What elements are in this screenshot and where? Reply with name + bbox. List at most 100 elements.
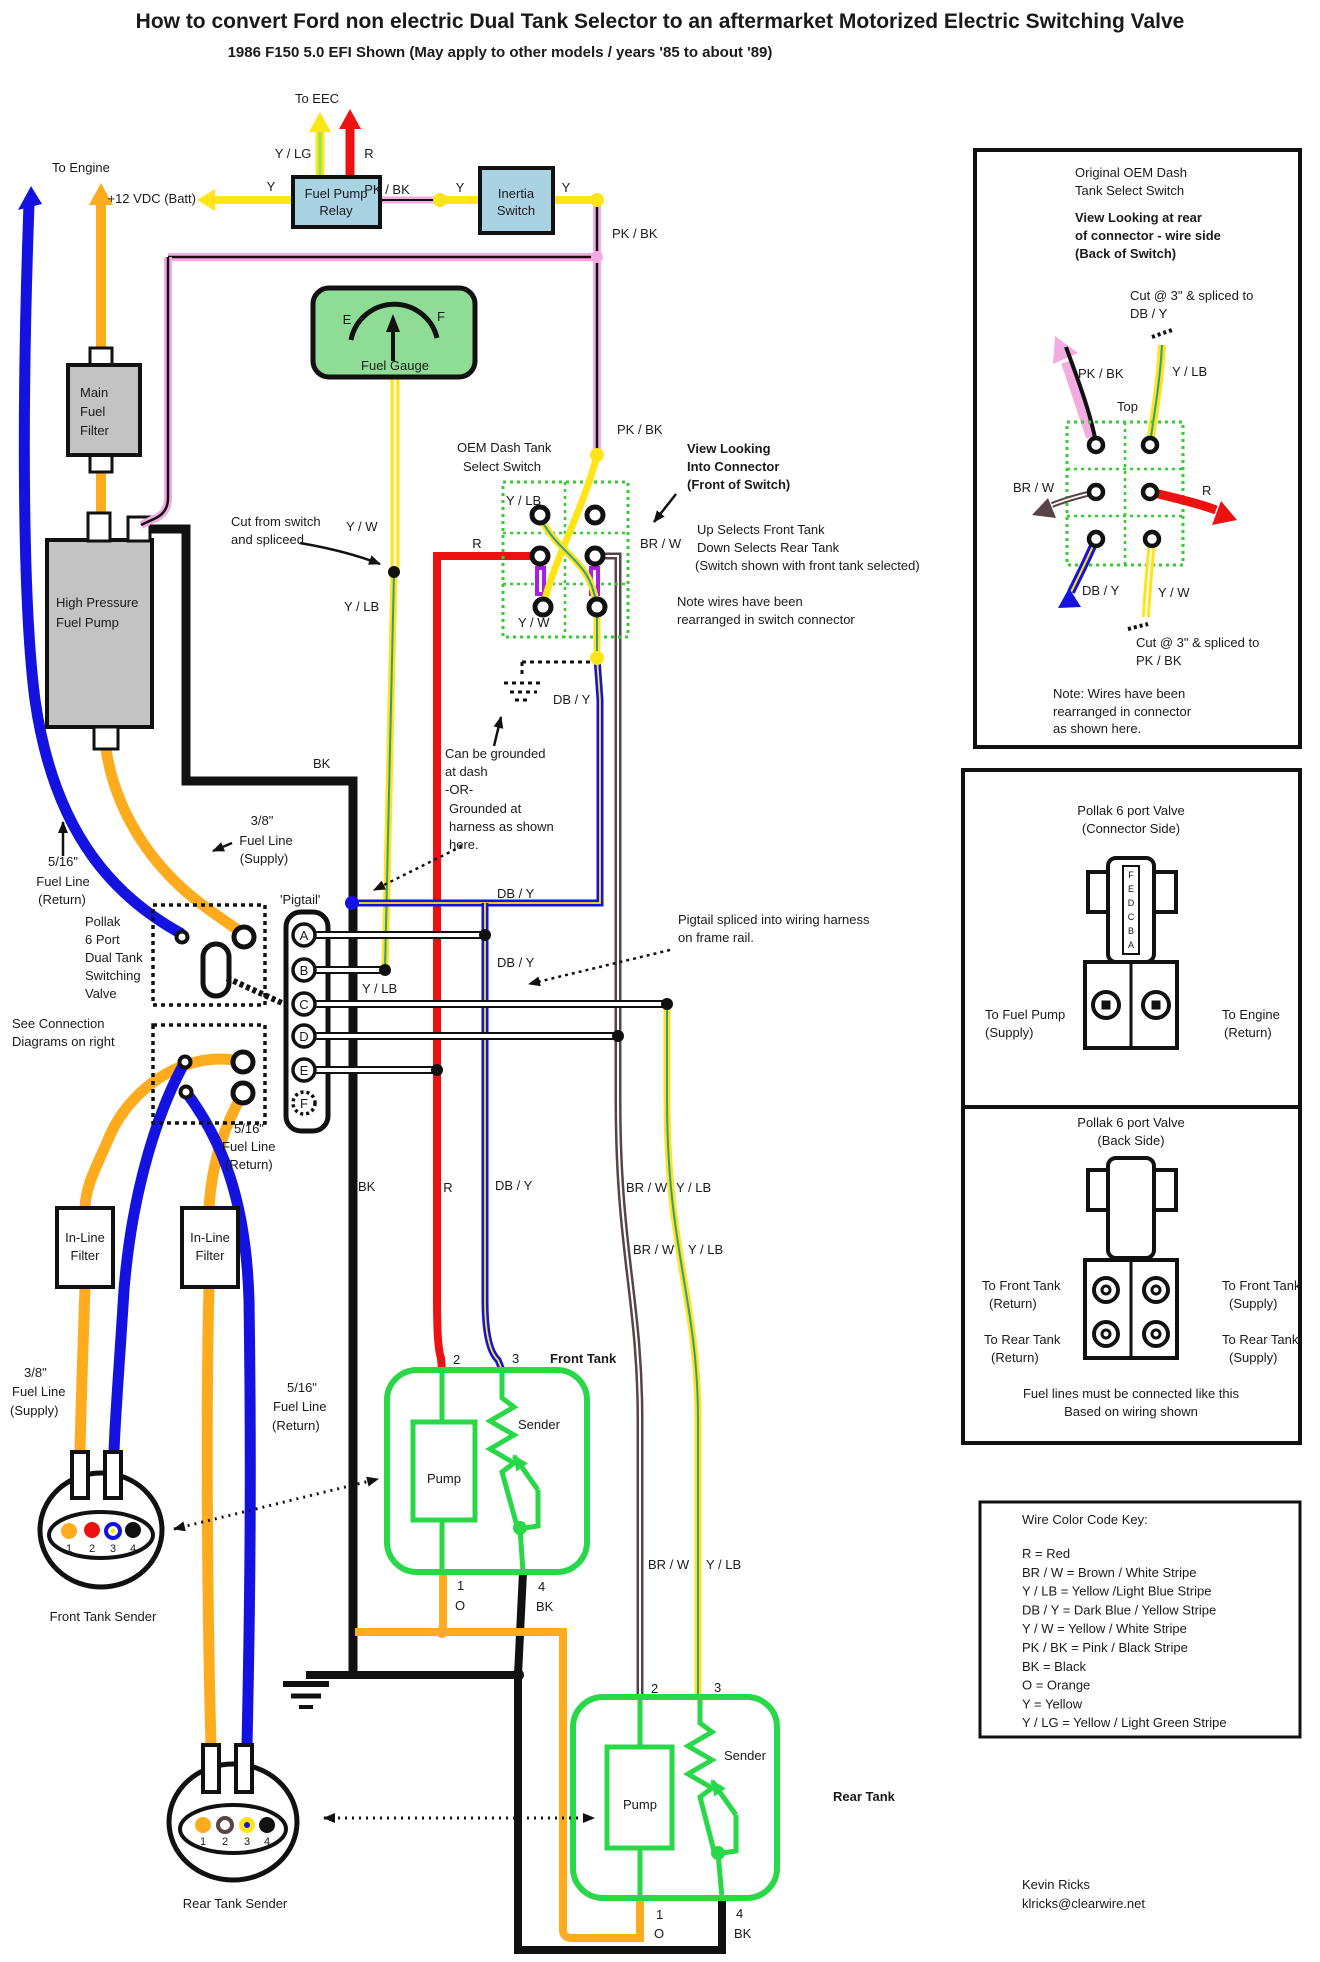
front-sender-pointer (173, 1476, 379, 1532)
diagram-label: (Supply) (985, 1025, 1033, 1040)
wire-label-ylg: Y / LG (275, 146, 312, 161)
diagram-label: Note: Wires have been (1053, 686, 1185, 701)
rear-tank (570, 1694, 780, 1901)
diagram-label: O (455, 1598, 465, 1613)
wire-key-entry: PK / BK = Pink / Black Stripe (1022, 1640, 1188, 1655)
diagram-label: View Looking at rear (1075, 210, 1202, 225)
front-sender-resistor (485, 1370, 520, 1527)
diagram-label: (Return) (272, 1418, 320, 1433)
diagram-label: E (1128, 884, 1134, 894)
front-sender-wiper (511, 1454, 541, 1492)
diagram-label: 4 (736, 1906, 743, 1921)
diagram-label: Y (456, 180, 465, 195)
pigtail-pin-B (291, 957, 317, 983)
diagram-label: 6 Port (85, 932, 120, 947)
rear-sender-resistor (683, 1697, 717, 1852)
ground-option-arrow (492, 716, 504, 747)
diagram-label: High Pressure (56, 595, 138, 610)
diagram-label: Relay (319, 203, 353, 218)
diagram-label: (Supply) (10, 1403, 58, 1418)
diagram-label: Switch (497, 203, 535, 218)
diagram-label: 5/16" (234, 1121, 264, 1136)
diagram-label: Fuel lines must be connected like this (1023, 1386, 1240, 1401)
diagram-label: BK (734, 1926, 752, 1941)
diagram-label: Up Selects Front Tank (697, 522, 825, 537)
diagram-label: (Supply) (240, 851, 288, 866)
diagram-label: 4 (538, 1579, 545, 1594)
panel-oem-switch-rear (973, 148, 1302, 749)
diagram-label: Switching (85, 968, 141, 983)
diagram-label: PK / BK (1078, 366, 1124, 381)
diagram-label: BR / W (640, 536, 682, 551)
cut-splice-arrow (299, 541, 381, 566)
wire-o (355, 1572, 644, 1942)
diagram-label: (Back of Switch) (1075, 246, 1176, 261)
diagram-label: Y / LB (1172, 364, 1207, 379)
diagram-label: -OR- (445, 782, 473, 797)
diagram-label: Filter (71, 1248, 101, 1263)
pigtail-pin-letter-B: B (300, 963, 309, 978)
diagram-label: 1 (200, 1836, 206, 1848)
diagram-label: Fuel Line (222, 1139, 275, 1154)
valve-actuator (200, 941, 232, 999)
diagram-label: To Front Tank (1222, 1278, 1301, 1293)
diagram-label: BR / W (626, 1180, 668, 1195)
main-fuel-filter (66, 346, 142, 474)
rear-tank-label: Rear Tank (833, 1789, 896, 1804)
pigtail-pin-letter-E: E (300, 1063, 309, 1078)
diagram-label: DB / Y (553, 692, 591, 707)
diagram-label: BK (313, 756, 331, 771)
pollak-valve (151, 903, 295, 1125)
rear-tank-sender (166, 1743, 300, 1883)
front-tank-label: Front Tank (550, 1351, 617, 1366)
wire-r (433, 552, 540, 1371)
diagram-label: Y / W (346, 519, 378, 534)
wire-key-entry: Y / W = Yellow / White Stripe (1022, 1621, 1187, 1636)
to-eec-label: To EEC (295, 91, 339, 106)
diagram-label: Cut @ 3" & spliced to (1136, 635, 1259, 650)
diagram-label: Y / LB (676, 1180, 711, 1195)
oem-switch-label: OEM Dash Tank (457, 440, 552, 455)
diagram-label: Top (1117, 399, 1138, 414)
diagram-label: rearranged in switch connector (677, 612, 855, 627)
diagram-label: (Switch shown with front tank selected) (695, 558, 920, 573)
harness-ground-dot (345, 896, 359, 910)
diagram-label: Dual Tank (85, 950, 143, 965)
front-tank (384, 1367, 590, 1575)
diagram-label: harness as shown (449, 819, 554, 834)
diagram-label: 2 (651, 1681, 658, 1696)
dash-ground-symbol (504, 660, 592, 702)
diagram-label: Y / LB (506, 493, 541, 508)
pigtail-pin-letter-C: C (299, 997, 308, 1012)
front-inline-filter (55, 1206, 115, 1289)
diagram-label: To Rear Tank (1222, 1332, 1299, 1347)
diagram-label: BR / W (1013, 480, 1055, 495)
diagram-label: Into Connector (687, 459, 779, 474)
batt-label: +12 VDC (Batt) (107, 191, 196, 206)
pigtail-pin-A (291, 922, 317, 948)
diagram-label: To Fuel Pump (985, 1007, 1065, 1022)
diagram-label: PK / BK (612, 226, 658, 241)
diagram-label: Select Switch (463, 459, 541, 474)
pigtail-pin-D (291, 1023, 317, 1049)
wire-key-entry: Y / LB = Yellow /Light Blue Stripe (1022, 1584, 1211, 1599)
diagram-label: 3 (512, 1351, 519, 1366)
diagram-label: DB / Y (497, 955, 535, 970)
rear-sender-label: Rear Tank Sender (183, 1896, 288, 1911)
diagram-label: BR / W (633, 1242, 675, 1257)
high-pressure-fuel-pump (45, 511, 154, 751)
diagram-label: 5/16" (48, 854, 78, 869)
panel-pollak-back-side (961, 1105, 1302, 1445)
inertia-label: Inertia (498, 186, 535, 201)
relay-label: Fuel Pump (305, 186, 368, 201)
panel2-title: Pollak 6 port Valve (1077, 803, 1184, 818)
pigtail-stub-wires (316, 931, 667, 1074)
diagram-label: Tank Select Switch (1075, 183, 1184, 198)
gauge-needle (386, 314, 400, 332)
front-supply-line (74, 1053, 245, 1453)
diagram-label: Y / W (518, 615, 550, 630)
diagram-label: 4 (130, 1543, 136, 1555)
